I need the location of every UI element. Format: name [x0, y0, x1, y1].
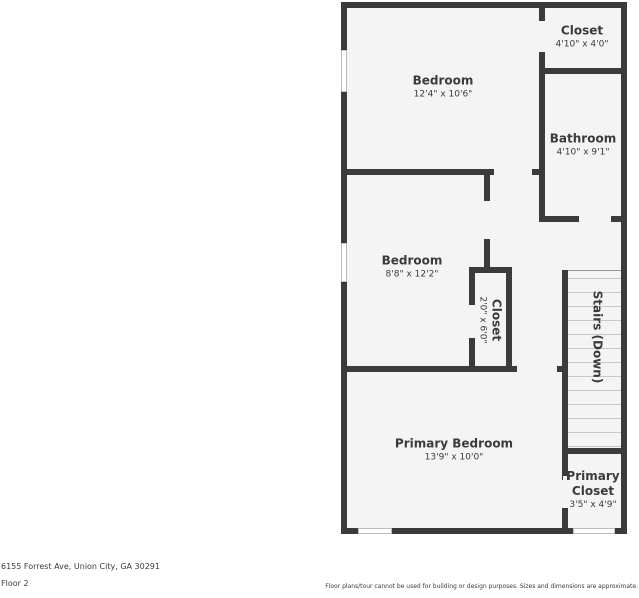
floor-plan: Bedroom 12'4" x 10'6" Closet 4'10" x 4'0… — [341, 2, 627, 534]
window-bedroom1-left — [341, 50, 347, 92]
room-name: Closet — [489, 298, 504, 342]
room-name: Stairs (Down) — [590, 290, 605, 384]
room-name-line2: Closet — [571, 484, 615, 498]
disclaimer-text: Floor plans/tour cannot be used for buil… — [325, 583, 638, 590]
room-stairs: Stairs (Down) — [590, 291, 605, 384]
door-bedroom-1 — [494, 170, 532, 174]
room-primary-bedroom: Primary Bedroom 13'9" x 10'0" — [395, 437, 513, 464]
room-name: Closet — [560, 23, 604, 38]
room-closet-1: Closet 4'10" x 4'0" — [556, 24, 609, 51]
room-name: Bathroom — [549, 131, 617, 146]
outer-wall-bottom — [341, 528, 627, 534]
wall-closet2-left-upper — [469, 267, 475, 305]
room-dimensions: 12'4" x 10'6" — [413, 89, 473, 100]
wall-primary-top — [341, 366, 517, 372]
wall-bedroom2-right-lower — [484, 239, 490, 269]
room-bedroom-1: Bedroom 12'4" x 10'6" — [413, 74, 474, 101]
address-label: 6155 Forrest Ave, Union City, GA 30291 — [1, 562, 160, 571]
wall-closet2-right — [506, 267, 512, 370]
room-dimensions: 3'5" x 4'9" — [569, 500, 617, 510]
wall-closet-bath-divider — [539, 68, 625, 74]
stairs-area — [568, 270, 621, 448]
outer-wall-right — [621, 2, 627, 534]
room-dimensions: 8'8" x 12'2" — [385, 269, 439, 280]
outer-wall-top — [341, 2, 627, 8]
room-dimensions: 4'10" x 4'0" — [555, 39, 609, 50]
window-bedroom2-left — [341, 243, 347, 282]
room-dimensions: 2'0" x 6'0" — [477, 296, 488, 344]
door-primary-bedroom — [517, 367, 557, 371]
room-dimensions: 13'9" x 10'0" — [424, 452, 484, 463]
room-name-line1: Primary — [566, 469, 620, 483]
room-bedroom-2: Bedroom 8'8" x 12'2" — [382, 254, 443, 281]
floor-label: Floor 2 — [1, 579, 29, 588]
window-primary-bottom — [358, 528, 392, 534]
wall-closet2-left-lower — [469, 338, 475, 370]
wall-stairs-bottom — [562, 448, 625, 454]
wall-stairs-left-bottom — [562, 508, 568, 532]
room-dimensions: 4'10" x 9'1" — [556, 147, 610, 158]
door-closet-2 — [470, 305, 474, 338]
door-primary-closet — [563, 476, 567, 508]
door-closet-1 — [539, 21, 545, 52]
wall-bedroom2-right-upper — [484, 169, 490, 201]
door-bedroom-2 — [485, 201, 489, 239]
wall-bedroom1-bottom — [341, 169, 494, 175]
door-bathroom — [579, 217, 611, 221]
room-bathroom: Bathroom 4'10" x 9'1" — [550, 132, 616, 159]
wall-hall-top-stub — [532, 169, 541, 175]
wall-bath-bottom-left — [539, 216, 579, 222]
wall-closet-left-upper — [539, 2, 545, 21]
room-name: Bedroom — [381, 253, 443, 268]
wall-closet-bath-left — [539, 52, 545, 220]
room-closet-2: Closet 2'0" x 6'0" — [477, 296, 504, 343]
wall-primary-top-stub — [557, 366, 565, 372]
wall-bath-bottom-right — [611, 216, 623, 222]
room-primary-closet: Primary Closet 3'5" x 4'9" — [566, 469, 619, 511]
wall-stairs-left — [562, 270, 568, 450]
room-name: Bedroom — [412, 73, 474, 88]
wall-stairs-left-lower — [562, 450, 568, 480]
room-name: Primary Bedroom — [394, 436, 514, 451]
window-primary-closet-bottom — [573, 528, 615, 534]
wall-closet2-top — [469, 267, 512, 273]
